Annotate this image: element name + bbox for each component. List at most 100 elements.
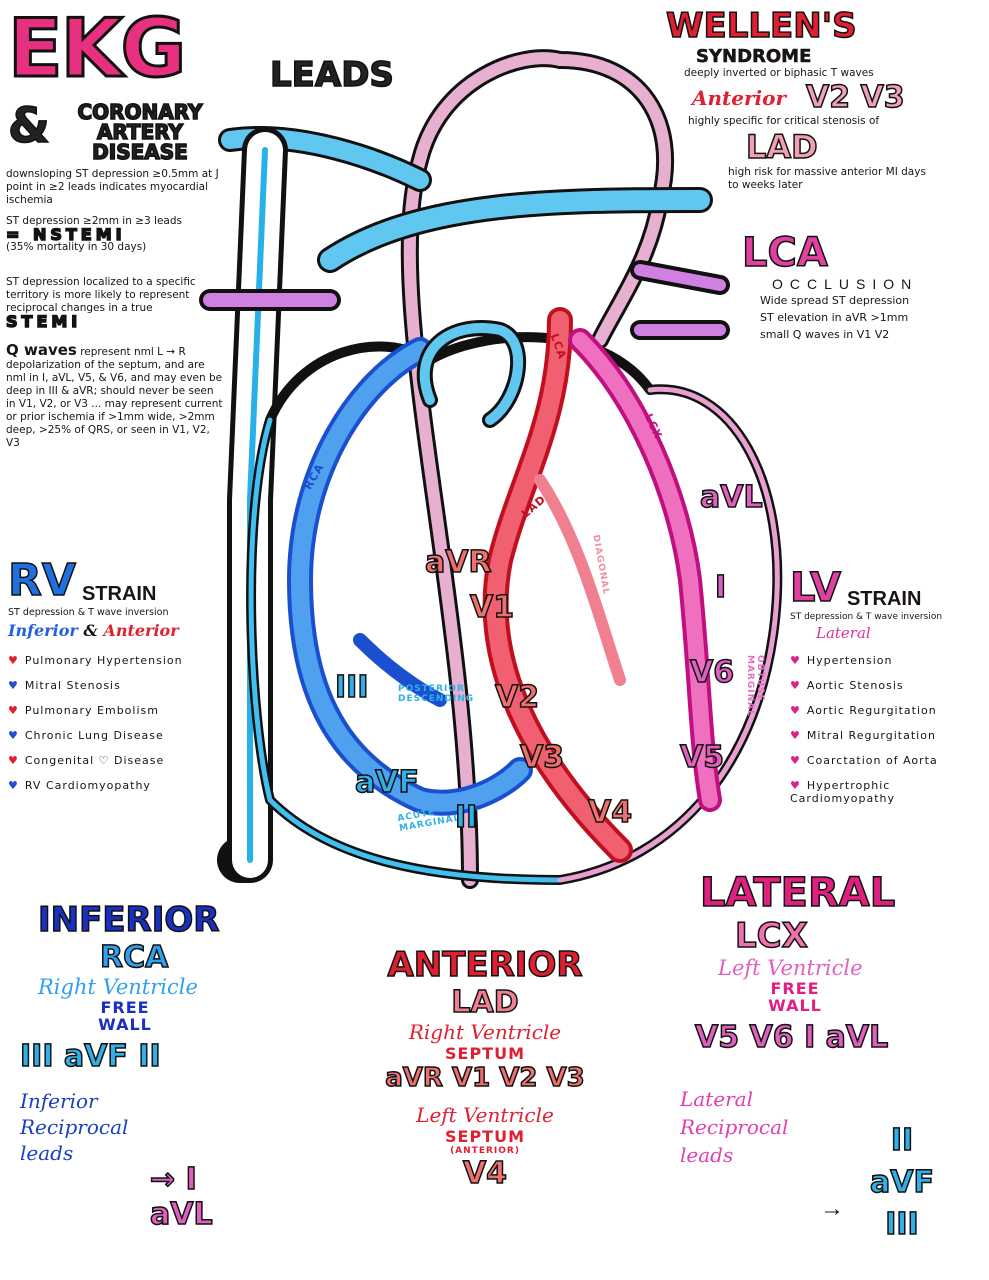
lead-ii: II (454, 799, 478, 836)
lead-i: I (714, 569, 727, 606)
heart-icon: ♥ (790, 704, 801, 717)
rv-item: ♥ Congenital ♡ Disease (8, 754, 223, 767)
lv-item: ♥Hypertrophic Cardiomyopathy (790, 779, 985, 805)
inferior-artery: RCA (99, 939, 169, 976)
lateral-section: LATERAL LCX Left Ventricle FREE WALL V5 … (680, 869, 980, 1243)
heart-icon: ♥ (8, 754, 19, 767)
lv-desc: ST depression & T wave inversion (790, 612, 943, 622)
lca-line: Wide spread ST depression (760, 294, 910, 307)
rv-title: RV (7, 554, 76, 607)
wellens-specific: highly specific for critical stenosis of (688, 115, 880, 127)
note-st-depression: downsloping ST depression ≥0.5mm at J po… (6, 168, 219, 206)
lv-title: LV (789, 564, 841, 612)
inferior-title: INFERIOR (37, 899, 220, 941)
note-reciprocal: ST depression localized to a specific te… (6, 276, 196, 314)
label-obtuse-marginal: OBTUSE MARGINAL (745, 655, 765, 717)
inferior-reciprocal: Inferior Reciprocal leads (20, 1089, 129, 1165)
heart-icon: ♥ (8, 654, 19, 667)
note-stemi: STEMI (5, 312, 82, 331)
note-q-waves: represent nml L → R depolarization of th… (6, 346, 223, 449)
rv-item-label: Mitral Stenosis (24, 679, 121, 692)
wellens-anterior: Anterior (692, 85, 787, 110)
lead-avr: aVR (424, 544, 492, 581)
anterior-lv-septum: SEPTUM (444, 1127, 525, 1146)
anterior-rv-leads: aVR V1 V2 V3 (385, 1062, 586, 1094)
rv-item: ♥ Mitral Stenosis (8, 679, 223, 692)
heart-icon: ♥ (8, 704, 19, 717)
anterior-lv-sub: (ANTERIOR) (450, 1146, 520, 1156)
anterior-lv: Left Ventricle (416, 1103, 554, 1127)
wellens-risk: high risk for massive anterior MI days t… (728, 166, 926, 191)
rv-item-label: Pulmonary Embolism (24, 704, 159, 717)
lead-v6: V6 (689, 654, 735, 691)
lateral-reciprocal-lead: aVF (869, 1164, 934, 1201)
rv-amp: & (83, 621, 98, 640)
heart-icon: ♥ (8, 729, 19, 742)
note-nstemi: = NSTEMI (5, 225, 126, 244)
heart-icon: ♥ (8, 779, 19, 792)
heart-icon: ♥ (8, 679, 19, 692)
lead-v4: V4 (587, 794, 633, 831)
lca-subtitle: OCCLUSION (772, 276, 919, 292)
lead-v2: V2 (494, 679, 540, 716)
inferior-section: INFERIOR RCA Right Ventricle FREE WALL I… (19, 899, 260, 1233)
title-line: DISEASE (91, 140, 188, 164)
lv-item-label: Aortic Stenosis (806, 679, 904, 692)
lateral-reciprocal-lead: II (890, 1122, 914, 1159)
note-q-waves-label: Q waves (6, 341, 77, 359)
inferior-leads: III aVF II (19, 1038, 161, 1075)
lv-item-label: Coarctation of Aorta (806, 754, 938, 767)
anterior-artery: LAD (451, 984, 520, 1021)
heart-icon: ♥ (790, 729, 801, 742)
lateral-reciprocal: Lateral Reciprocal leads (680, 1087, 789, 1167)
lv-item-label: Mitral Regurgitation (806, 729, 936, 742)
lv-strain-label: STRAIN (846, 588, 922, 610)
lead-iii: III (334, 669, 369, 706)
lv-item-label: Aortic Regurgitation (806, 704, 937, 717)
heart-icon: ♥ (790, 679, 801, 692)
rv-inferior: Inferior (8, 621, 78, 640)
lv-strain-section: LV STRAIN ST depression & T wave inversi… (789, 564, 985, 817)
lateral-ventricle: Left Ventricle (718, 956, 863, 980)
title-leads: LEADS (269, 54, 394, 96)
rv-item-label: Chronic Lung Disease (24, 729, 164, 742)
anterior-lv-leads: V4 (462, 1155, 508, 1192)
lead-avl: aVL (699, 479, 763, 516)
title-line: ARTERY (96, 120, 184, 144)
inferior-reciprocal-leads: → I aVL (149, 1161, 213, 1233)
lead-avf: aVF (354, 764, 419, 801)
anterior-rv: Right Ventricle (408, 1020, 562, 1044)
lateral-wall: FREE WALL (768, 979, 822, 1015)
rv-desc: ST depression & T wave inversion (8, 607, 169, 618)
rv-item: ♥ Pulmonary Hypertension (8, 654, 223, 667)
heart-icon: ♥ (790, 754, 801, 767)
title-ampersand: & (7, 97, 50, 155)
wellens-leads: V2 V3 (805, 79, 905, 116)
rv-item-label: Congenital ♡ Disease (24, 754, 165, 767)
title-line: CORONARY (77, 100, 204, 124)
wellens-subtitle: SYNDROME (696, 46, 812, 68)
lateral-artery: LCX (734, 915, 808, 957)
heart-icon: ♥ (790, 654, 801, 667)
lateral-reciprocal-lead: III (884, 1206, 919, 1243)
lv-item-label: Hypertension (806, 654, 893, 667)
lateral-leads: V5 V6 I aVL (694, 1019, 889, 1056)
lead-v5: V5 (679, 739, 725, 776)
left-notes: downsloping ST depression ≥0.5mm at J po… (5, 168, 224, 450)
lead-v3: V3 (519, 739, 565, 776)
anterior-title: ANTERIOR (387, 944, 584, 986)
anterior-section: ANTERIOR LAD Right Ventricle SEPTUM aVR … (360, 944, 610, 1192)
rv-strain-label: STRAIN (81, 583, 157, 605)
rv-item: ♥ Chronic Lung Disease (8, 729, 223, 742)
note-nstemi-criteria: ST depression ≥2mm in ≥3 leads (6, 215, 182, 227)
lca-section: LCA OCCLUSION Wide spread ST depression … (741, 229, 982, 343)
title-subtitle: CORONARY ARTERY DISEASE (55, 100, 225, 164)
inferior-ventricle: Right Ventricle (38, 975, 198, 999)
rv-item-label: Pulmonary Hypertension (24, 654, 183, 667)
wellens-desc: deeply inverted or biphasic T waves (684, 67, 874, 79)
rv-strain-section: RV STRAIN ST depression & T wave inversi… (7, 554, 223, 804)
rv-item-label: RV Cardiomyopathy (24, 779, 151, 792)
rv-item: ♥ RV Cardiomyopathy (8, 779, 223, 792)
lead-v1: V1 (469, 589, 515, 626)
